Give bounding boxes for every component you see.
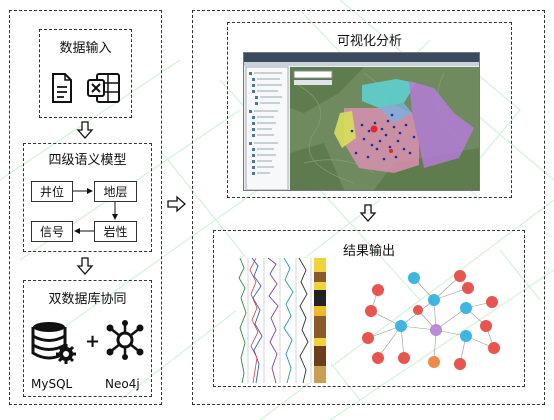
arrow-down-icon xyxy=(76,257,94,275)
data-input-title: 数据输入 xyxy=(59,41,112,56)
arrow-down-icon xyxy=(359,204,377,222)
node-well: 井位 xyxy=(31,181,73,202)
data-input-box xyxy=(39,29,132,118)
dual-db-box xyxy=(23,280,152,397)
semantic-model-title: 四级语义模型 xyxy=(48,153,127,168)
result-output-title: 结果输出 xyxy=(342,244,395,259)
database-icon xyxy=(31,322,76,364)
result-output-box xyxy=(213,230,525,387)
mysql-label: MySQL xyxy=(31,377,73,391)
arrow-right-icon xyxy=(167,195,186,213)
dual-db-title: 双数据库协同 xyxy=(48,292,127,307)
visual-analysis-title: 可视化分析 xyxy=(336,34,402,49)
document-icon xyxy=(52,73,72,103)
node-lithology: 岩性 xyxy=(94,221,137,242)
node-signal: 信号 xyxy=(31,221,73,242)
semantic-model-box xyxy=(23,143,152,252)
neo4j-label: Neo4j xyxy=(105,377,140,391)
well-log-chart xyxy=(236,257,331,384)
visual-analysis-box xyxy=(227,22,512,198)
neo4j-graph-icon xyxy=(106,320,144,360)
plus-sign: + xyxy=(85,331,101,352)
left-panel xyxy=(9,10,162,405)
knowledge-graph xyxy=(362,270,500,370)
excel-icon xyxy=(87,73,120,103)
arrow-down-icon xyxy=(76,121,94,139)
gear-icon xyxy=(56,344,76,364)
node-stratum: 地层 xyxy=(94,181,137,202)
right-panel xyxy=(192,10,545,405)
gis-screenshot xyxy=(243,52,480,191)
